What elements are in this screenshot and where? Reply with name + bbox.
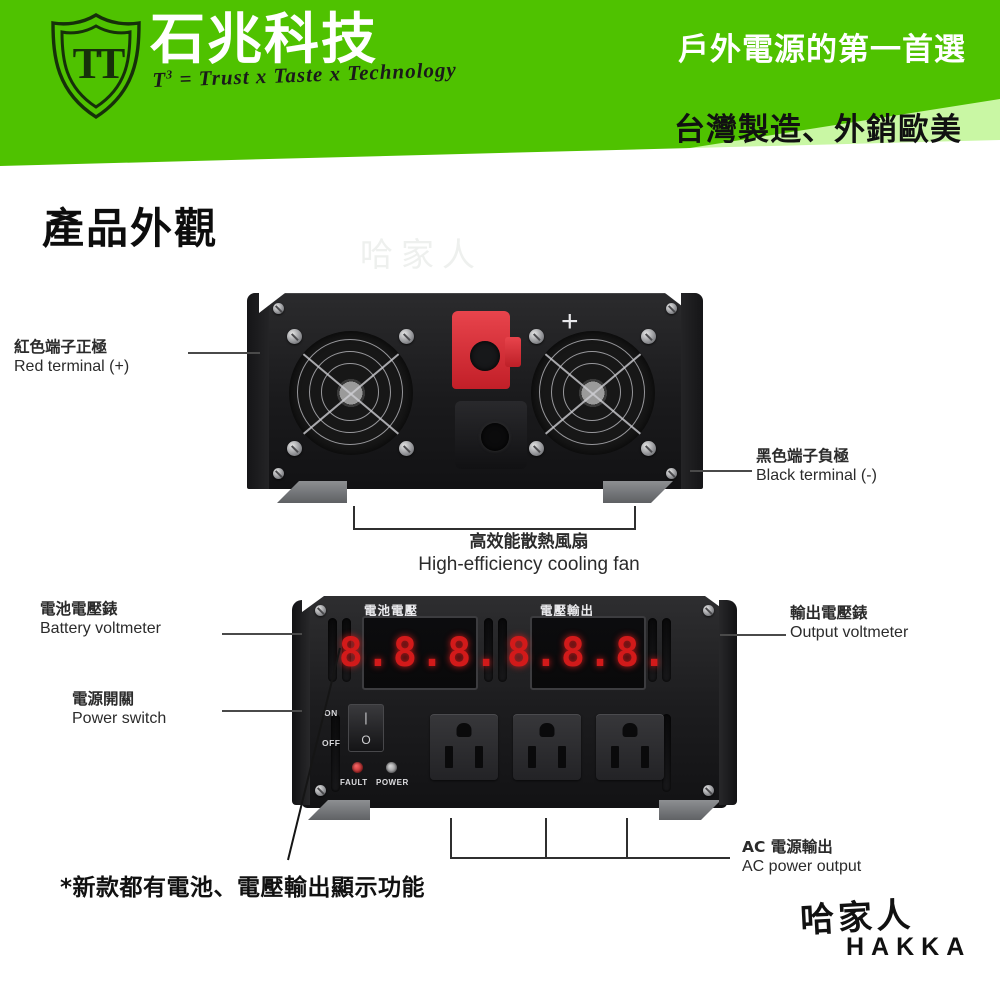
callout-black-terminal: 黑色端子負極 Black terminal (-) (756, 447, 877, 485)
callout-cooling-fan: 高效能散熱風扇 High-efficiency cooling fan (389, 532, 669, 576)
cooling-fan-right (531, 331, 655, 455)
power-led (386, 762, 397, 773)
fan-screw (287, 441, 302, 456)
vent-slot (662, 714, 671, 792)
vent-slot (484, 618, 493, 682)
page-title: 產品外觀 (42, 204, 219, 253)
positive-polarity-mark: + (561, 305, 579, 338)
shield-logo-icon: TT (51, 13, 141, 120)
vent-slot (662, 618, 671, 682)
callout-power-switch: 電源開關 Power switch (72, 690, 166, 728)
fan-screw (641, 329, 656, 344)
fault-led-label: FAULT (340, 778, 368, 787)
switch-label-off: OFF (322, 738, 341, 748)
switch-label-on: ON (324, 708, 338, 718)
chassis2-screw (315, 605, 326, 616)
callout-battery-voltmeter: 電池電壓錶 Battery voltmeter (40, 600, 161, 638)
chassis2-screw (315, 785, 326, 796)
output-voltmeter-display: 8.8.8. (507, 616, 666, 690)
chassis2-screw (703, 605, 714, 616)
product-photo-front: 電池電壓 電壓輸出 8.8.8. 8.8.8. ON OFF (292, 588, 742, 824)
callout-red-terminal: 紅色端子正極 Red terminal (+) (14, 338, 129, 376)
battery-voltmeter-display: 8.8.8. (339, 616, 498, 690)
footnote-text: *新款都有電池、電壓輸出顯示功能 (60, 875, 426, 901)
photo-watermark: 哈家人 (360, 238, 483, 274)
brand-name-cn: 石兆科技 (150, 7, 379, 71)
vent-slot (331, 714, 340, 792)
callout-ac-power-output: AC 電源輸出 AC power output (742, 838, 861, 876)
red-terminal-tab (505, 337, 521, 367)
callout-ac-power-output-cn: AC 電源輸出 (742, 838, 833, 856)
chassis2-screw (703, 785, 714, 796)
callout-output-voltmeter-cn: 輸出電壓錶 (790, 604, 868, 622)
inverter-front-chassis: 電池電壓 電壓輸出 8.8.8. 8.8.8. ON OFF (292, 596, 737, 820)
callout-black-terminal-cn: 黑色端子負極 (756, 447, 850, 465)
chassis-foot-right (603, 481, 673, 503)
cooling-fan-left (289, 331, 413, 455)
callout-red-terminal-cn: 紅色端子正極 (14, 338, 108, 356)
vent-slot (342, 618, 351, 682)
fan-screw (529, 329, 544, 344)
leader-line-battery-voltmeter (222, 633, 302, 635)
bracket-ac-horizontal (450, 857, 730, 859)
bracket-ac-stem-1 (450, 818, 452, 858)
callout-battery-voltmeter-en: Battery voltmeter (40, 619, 161, 637)
leader-line-output-voltmeter (720, 634, 786, 636)
fault-led (352, 762, 363, 773)
bracket-ac-stem-3 (626, 818, 628, 858)
chassis-foot-left (277, 481, 347, 503)
inverter-rear-chassis: + (247, 293, 703, 503)
battery-voltmeter-value: 8.8.8. (338, 630, 502, 676)
product-photo-rear: + (215, 283, 735, 513)
callout-output-voltmeter: 輸出電壓錶 Output voltmeter (790, 604, 908, 642)
ac-outlet (513, 714, 581, 780)
callout-ac-power-output-en: AC power output (742, 857, 862, 875)
chassis2-foot-left (308, 800, 370, 820)
ac-outlet (596, 714, 664, 780)
bracket-fan-left-stem (353, 506, 355, 530)
leader-line-red-terminal (188, 352, 260, 354)
vent-slot (328, 618, 337, 682)
chassis-screw (666, 468, 677, 479)
callout-black-terminal-en: Black terminal (-) (756, 466, 877, 484)
black-terminal-cover (455, 401, 527, 469)
bracket-fan-right-stem (634, 506, 636, 530)
power-led-label: POWER (376, 778, 409, 787)
fan-screw (399, 329, 414, 344)
callout-cooling-fan-en: High-efficiency cooling fan (418, 553, 640, 575)
bracket-ac-stem-2 (545, 818, 547, 858)
chassis2-foot-right (659, 800, 721, 820)
header-slogan-bottom: 台灣製造、外銷歐美 (674, 112, 962, 148)
callout-battery-voltmeter-cn: 電池電壓錶 (40, 600, 118, 618)
fan-screw (399, 441, 414, 456)
fan-screw (529, 441, 544, 456)
vent-slot (648, 618, 657, 682)
output-voltmeter-value: 8.8.8. (506, 630, 670, 676)
header-slogan-top: 戶外電源的第一首選 (678, 32, 966, 68)
ac-outlet (430, 714, 498, 780)
callout-power-switch-cn: 電源開關 (72, 690, 135, 708)
panel-label-voltage-output: 電壓輸出 (540, 603, 595, 618)
fan-screw (641, 441, 656, 456)
bracket-fan-horizontal (353, 528, 636, 530)
chassis-screw (666, 303, 677, 314)
chassis-screw (273, 303, 284, 314)
callout-red-terminal-en: Red terminal (+) (14, 357, 130, 375)
header-banner: TT 石兆科技 T3 = Trust x Taste x Technology … (0, 0, 1000, 178)
chassis-screw (273, 468, 284, 479)
vent-slot (498, 618, 507, 682)
power-rocker-switch[interactable] (348, 704, 384, 752)
panel-label-battery-voltage: 電池電壓 (364, 603, 419, 618)
callout-cooling-fan-cn: 高效能散熱風扇 (469, 532, 589, 552)
callout-power-switch-en: Power switch (72, 709, 167, 727)
leader-line-power-switch (222, 710, 302, 712)
fan-screw (287, 329, 302, 344)
callout-output-voltmeter-en: Output voltmeter (790, 623, 909, 641)
leader-line-black-terminal (690, 470, 752, 472)
red-terminal-cover (452, 311, 510, 389)
hakka-logo-en: HAKKA (846, 933, 972, 961)
